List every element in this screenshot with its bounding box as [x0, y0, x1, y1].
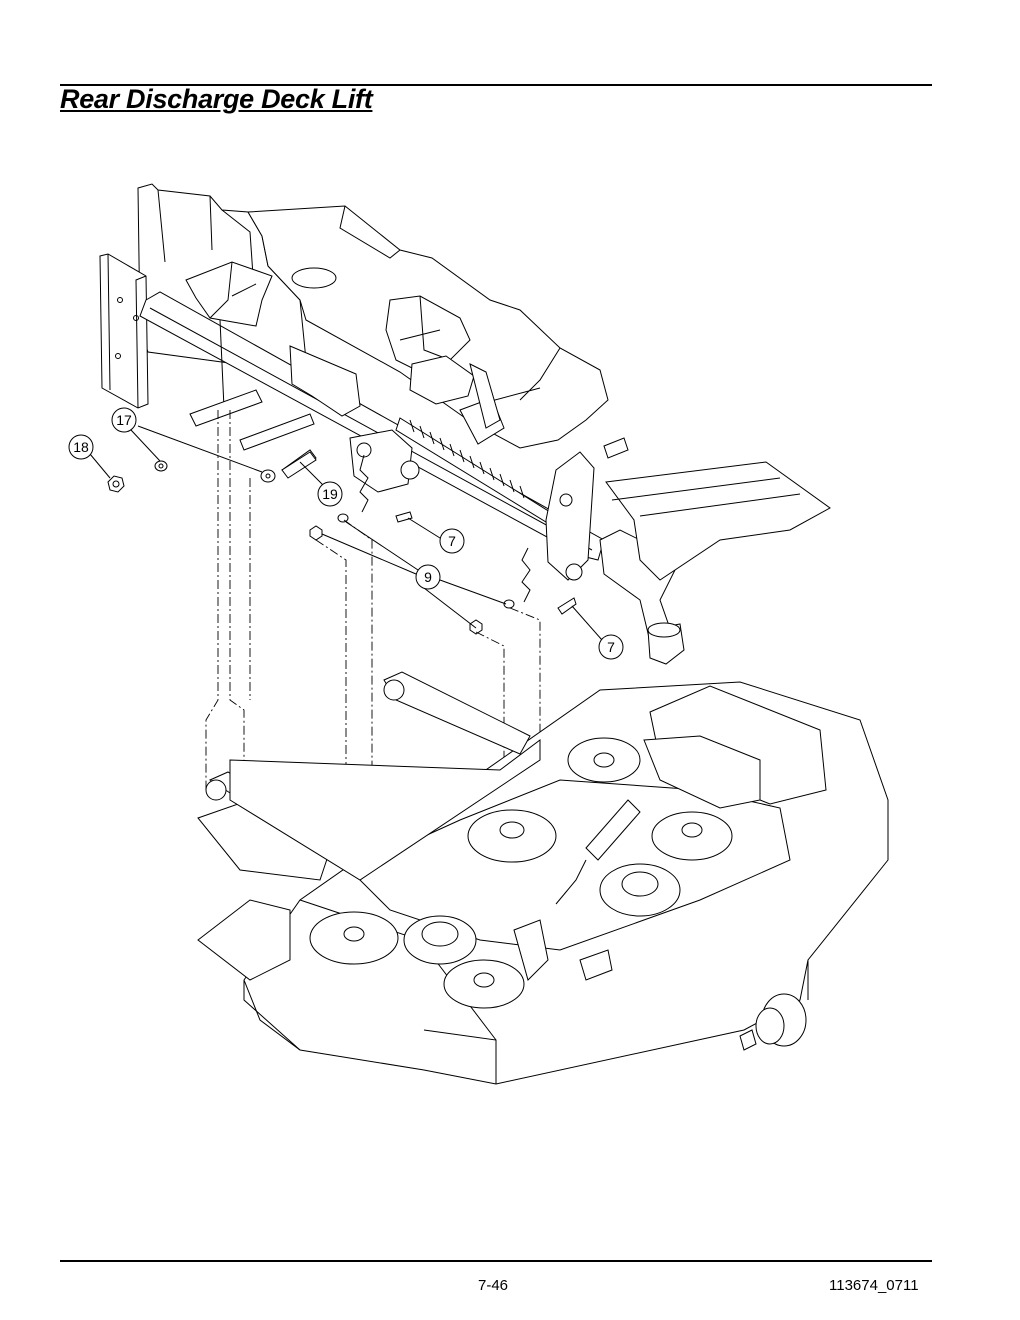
washer-17b: [260, 469, 276, 483]
svg-text:19: 19: [322, 486, 338, 502]
callout-7a: 7: [407, 517, 465, 554]
mower-frame: [99, 183, 831, 665]
footer-rule: [60, 1260, 932, 1262]
callout-18: 18: [68, 434, 111, 479]
page-title: Rear Discharge Deck Lift: [60, 84, 373, 114]
pin-7a: [395, 511, 413, 523]
washer-9b: [503, 599, 515, 609]
svg-text:7: 7: [448, 533, 456, 549]
callout-17: 17: [111, 407, 263, 473]
hex-nut-9b: [469, 619, 483, 635]
svg-text:17: 17: [116, 412, 132, 428]
callout-9: 9: [321, 521, 507, 629]
callout-19: 19: [299, 461, 343, 507]
svg-text:18: 18: [73, 439, 89, 455]
bolt-19: [281, 451, 317, 479]
hex-nut-9a: [309, 525, 323, 541]
hardware-parts: [107, 451, 577, 635]
washer-17: [154, 460, 168, 472]
callout-7b: 7: [571, 605, 624, 660]
page-number: 7-46: [478, 1277, 509, 1294]
svg-text:9: 9: [424, 569, 432, 585]
svg-text:7: 7: [607, 639, 615, 655]
washer-9a: [337, 513, 349, 523]
hex-nut-18: [107, 475, 125, 493]
document-id: 113674_0711: [829, 1277, 919, 1294]
pin-7b: [557, 597, 577, 615]
mower-deck: [197, 671, 889, 1085]
lift-chains: [359, 454, 531, 603]
title-rule: [60, 84, 932, 86]
